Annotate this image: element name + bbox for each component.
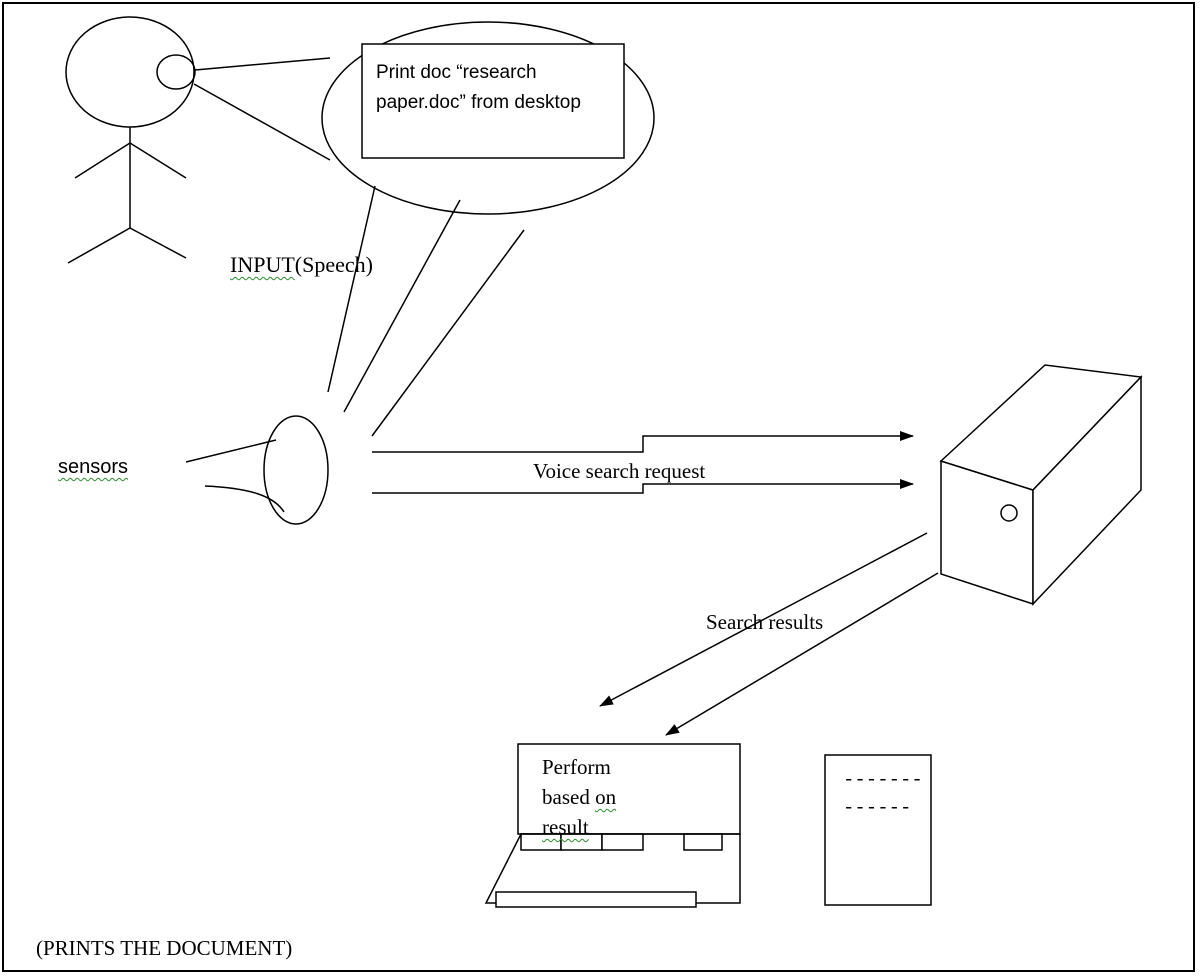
speech-rays xyxy=(327,185,525,437)
input-label-suffix: (Speech) xyxy=(294,252,373,277)
microphone-sensor xyxy=(185,415,329,525)
user-stick-figure xyxy=(65,16,196,264)
microphone-ellipse xyxy=(263,415,329,525)
laptop-screen xyxy=(517,743,741,835)
laptop-touchpad xyxy=(495,891,697,908)
user-arm-right xyxy=(129,142,187,179)
speech-ray xyxy=(327,185,376,393)
speech-bubble xyxy=(193,21,655,215)
printer-output-dashes: ------- ------ xyxy=(843,769,923,819)
input-label-prefix: INPUT xyxy=(230,252,295,277)
user-leg-right xyxy=(129,227,187,259)
laptop-screen-word: based xyxy=(542,785,590,809)
speech-bubble-text-box xyxy=(361,43,625,159)
microphone-line-upper xyxy=(185,439,277,463)
tower-side xyxy=(1032,375,1142,606)
printer-body xyxy=(824,754,932,906)
voice-request-arrow-upper xyxy=(372,431,914,453)
speech-bubble-ellipse xyxy=(321,21,655,215)
speech-ray xyxy=(343,199,461,413)
voice-request-arrows xyxy=(372,431,914,494)
input-speech-label: INPUT(Speech) xyxy=(230,252,373,278)
computer-tower xyxy=(939,364,1143,606)
search-results-arrow-left xyxy=(599,532,928,707)
laptop-screen-line: based on xyxy=(542,782,722,812)
speech-bubble-text: Print doc “research paper.doc” from desk… xyxy=(376,62,581,113)
tower-power-button-icon xyxy=(1000,504,1018,522)
microphone-curve-lower xyxy=(204,485,285,513)
voice-request-arrow-lower xyxy=(372,479,914,494)
laptop xyxy=(484,743,741,908)
laptop-screen-line: result xyxy=(542,815,589,839)
user-mouth xyxy=(156,54,196,90)
search-results-arrows xyxy=(599,532,939,736)
prints-document-label: (PRINTS THE DOCUMENT) xyxy=(36,936,293,960)
search-results-arrow-right xyxy=(665,572,939,736)
speech-bubble-tail-lower xyxy=(193,83,331,161)
laptop-base xyxy=(484,833,741,904)
laptop-screen-word: on xyxy=(595,785,617,809)
voice-search-request-label: Voice search request xyxy=(533,459,706,483)
user-leg-left xyxy=(67,227,131,264)
printer xyxy=(824,754,932,906)
user-head xyxy=(65,16,195,128)
user-arm-left xyxy=(74,142,131,179)
sensors-label: sensors xyxy=(58,456,129,478)
laptop-screen-text: Perform based on result xyxy=(542,752,722,842)
speech-bubble-tail-upper xyxy=(194,57,331,71)
speech-ray xyxy=(371,229,525,437)
laptop-screen-line: Perform xyxy=(542,755,611,779)
search-results-label: Search results xyxy=(706,610,824,634)
